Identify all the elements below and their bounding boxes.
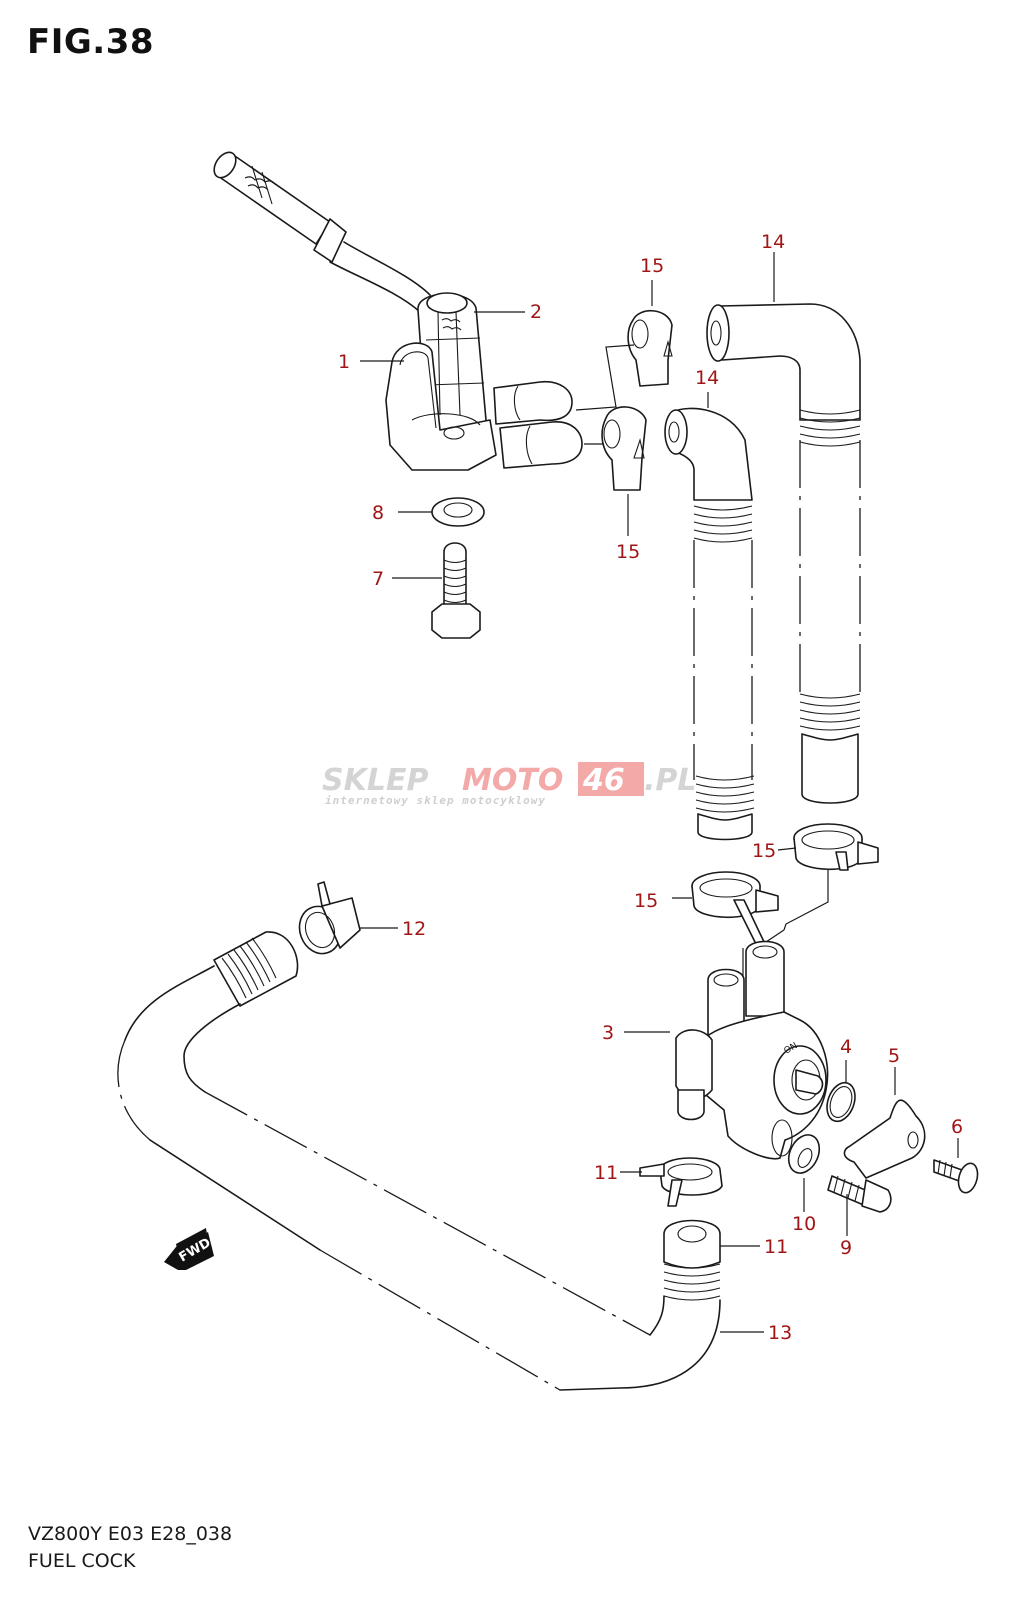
callout-3[interactable]: 3 bbox=[602, 1022, 614, 1044]
callout-11[interactable]: 11 bbox=[764, 1236, 788, 1258]
bolt: 7 bbox=[372, 542, 481, 639]
callout-14-short[interactable]: 14 bbox=[695, 367, 719, 389]
clip-lower: 15 bbox=[584, 406, 647, 563]
hose-clamp-lower: 11 bbox=[594, 1157, 723, 1207]
callout-15-spring-left[interactable]: 15 bbox=[634, 890, 658, 912]
watermark-part1: SKLEP bbox=[322, 763, 428, 798]
spring-clamp-right: 15 bbox=[752, 823, 879, 958]
callout-15-lower[interactable]: 15 bbox=[616, 541, 640, 563]
fuel-hose-main: 13 bbox=[117, 931, 792, 1391]
callout-12-lower[interactable]: 11 bbox=[594, 1162, 618, 1184]
washer-10: 10 bbox=[787, 1134, 821, 1235]
callout-10[interactable]: 10 bbox=[792, 1213, 816, 1235]
callout-1[interactable]: 1 bbox=[338, 351, 350, 373]
callout-15-spring-right[interactable]: 15 bbox=[752, 840, 776, 862]
callout-9[interactable]: 9 bbox=[840, 1237, 852, 1259]
watermark-tagline: internetowy sklep motocyklowy bbox=[325, 794, 546, 807]
hose-clamp-upper: 12 bbox=[298, 881, 426, 955]
o-ring: 4 bbox=[826, 1036, 856, 1123]
fuel-hose-short: 14 bbox=[664, 367, 755, 841]
screw-6: 6 bbox=[933, 1116, 979, 1194]
watermark-part3: 46 bbox=[582, 763, 625, 798]
hose-end: 11 bbox=[663, 1219, 788, 1269]
fuel-cock-valve: ON 3 bbox=[602, 940, 829, 1160]
callout-5[interactable]: 5 bbox=[888, 1045, 900, 1067]
section-name: FUEL COCK bbox=[28, 1550, 136, 1572]
spring-clamp-left: 15 bbox=[634, 871, 779, 990]
watermark-badge bbox=[578, 762, 644, 796]
clip-upper: 15 bbox=[575, 255, 673, 411]
callout-4[interactable]: 4 bbox=[840, 1036, 852, 1058]
fuel-filter-strainer: 2 bbox=[213, 151, 542, 436]
callout-7[interactable]: 7 bbox=[372, 568, 384, 590]
callout-13[interactable]: 13 bbox=[768, 1322, 792, 1344]
washer: 8 bbox=[372, 497, 485, 527]
watermark: SKLEP MOTO 46 .PL internetowy sklep moto… bbox=[322, 762, 697, 807]
fuel-hose-long: 14 bbox=[706, 231, 861, 804]
watermark-part2: MOTO bbox=[462, 763, 563, 798]
callout-14-long[interactable]: 14 bbox=[761, 231, 785, 253]
callout-6[interactable]: 6 bbox=[951, 1116, 963, 1138]
callout-8[interactable]: 8 bbox=[372, 502, 384, 524]
callout-12-upper[interactable]: 12 bbox=[402, 918, 426, 940]
model-code: VZ800Y E03 E28_038 bbox=[28, 1523, 233, 1545]
forward-arrow-icon: FWD bbox=[164, 1228, 214, 1270]
watermark-part4: .PL bbox=[644, 763, 697, 798]
figure-title: FIG.38 bbox=[27, 22, 155, 62]
fuel-cock-body-upper: 1 bbox=[338, 342, 583, 471]
callout-2[interactable]: 2 bbox=[530, 301, 542, 323]
screw-9: 9 bbox=[827, 1175, 892, 1259]
callout-15-upper[interactable]: 15 bbox=[640, 255, 664, 277]
valve-lever: 5 bbox=[843, 1045, 926, 1179]
